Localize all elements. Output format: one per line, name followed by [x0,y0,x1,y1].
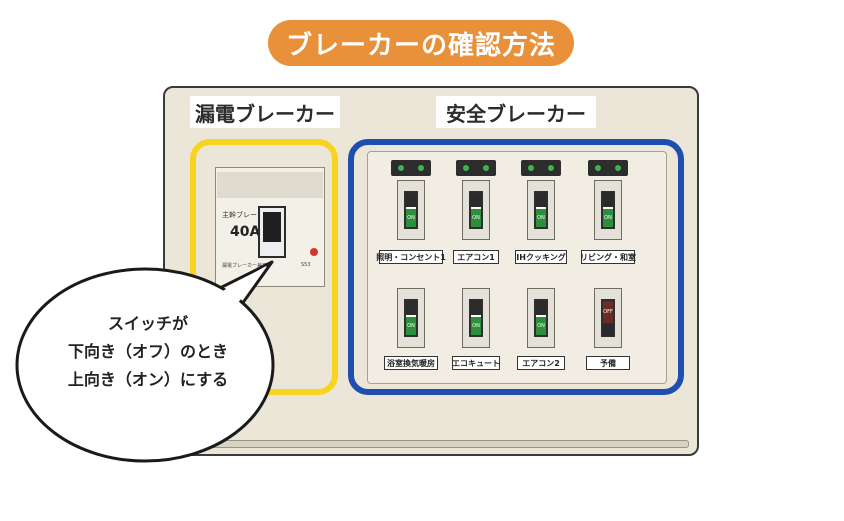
main-breaker-switch[interactable] [258,206,286,258]
breaker-state: ON [406,209,416,227]
test-button-icon[interactable] [310,248,318,256]
breaker-state: OFF [603,301,613,323]
safety-breaker[interactable]: ON [594,180,622,240]
main-breaker-code: S53 [301,262,311,268]
led-icon [595,165,601,171]
main-breaker-small-label: 主幹ブレーカー [222,211,271,219]
circuit-label: エアコン1 [453,250,499,264]
toggle-knob-icon [603,193,613,207]
breaker-toggle[interactable]: ON [469,191,483,229]
led-icon [528,165,534,171]
led-icon [418,165,424,171]
circuit-label: エアコン2 [517,356,565,370]
safety-breaker[interactable]: ON [462,288,490,348]
breaker-toggle[interactable]: ON [534,299,548,337]
safety-breaker[interactable]: ON [527,288,555,348]
circuit-label: 浴室換気暖房 [384,356,438,370]
speech-line-3: 上向き（オン）にする [67,370,229,389]
safety-breaker[interactable]: ON [462,180,490,240]
safety-breaker-highlight [348,139,684,395]
page-title: ブレーカーの確認方法 [268,20,574,66]
breaker-state: ON [471,209,481,227]
speech-line-1: スイッチが [107,314,188,333]
led-icon [615,165,621,171]
led-icon [483,165,489,171]
main-breaker-switch-knob[interactable] [263,212,281,242]
toggle-knob-icon [603,321,613,335]
circuit-label: 予備 [586,356,630,370]
indicator-lamp [521,160,561,176]
breaker-state: ON [536,317,546,335]
breaker-state: ON [406,317,416,335]
breaker-state: ON [603,209,613,227]
breaker-toggle[interactable]: OFF [601,299,615,337]
indicator-lamp [391,160,431,176]
toggle-knob-icon [471,193,481,207]
led-icon [463,165,469,171]
breaker-toggle[interactable]: ON [601,191,615,229]
speech-bubble-text: スイッチが 下向き（オフ）のとき 上向き（オン）にする [28,310,268,394]
circuit-label: 照明・コンセント1 [376,250,446,264]
breaker-toggle[interactable]: ON [469,299,483,337]
main-breaker-top-cover [217,172,323,198]
toggle-knob-icon [471,301,481,315]
circuit-label: IHクッキング [515,250,567,264]
led-icon [548,165,554,171]
breaker-toggle[interactable]: ON [404,191,418,229]
speech-line-2: 下向き（オフ）のとき [67,342,228,361]
main-breaker-bottom-label: 漏電ブレーカー兼用 [222,263,268,269]
indicator-lamp [588,160,628,176]
toggle-knob-icon [536,193,546,207]
toggle-knob-icon [406,301,416,315]
toggle-knob-icon [406,193,416,207]
safety-breaker[interactable]: ON [397,288,425,348]
circuit-label: リビング・和室 [580,250,636,264]
breaker-state: ON [536,209,546,227]
leakage-breaker-label: 漏電ブレーカー [190,96,340,128]
safety-breaker[interactable]: ON [397,180,425,240]
indicator-lamp [456,160,496,176]
led-icon [398,165,404,171]
breaker-toggle[interactable]: ON [404,299,418,337]
breaker-toggle[interactable]: ON [534,191,548,229]
safety-breaker-label: 安全ブレーカー [436,96,596,128]
circuit-label: エコキュート [452,356,500,370]
safety-breaker[interactable]: ON [527,180,555,240]
safety-breaker[interactable]: OFF [594,288,622,348]
breaker-state: ON [471,317,481,335]
toggle-knob-icon [536,301,546,315]
main-breaker-amperage: 40A [230,224,261,240]
